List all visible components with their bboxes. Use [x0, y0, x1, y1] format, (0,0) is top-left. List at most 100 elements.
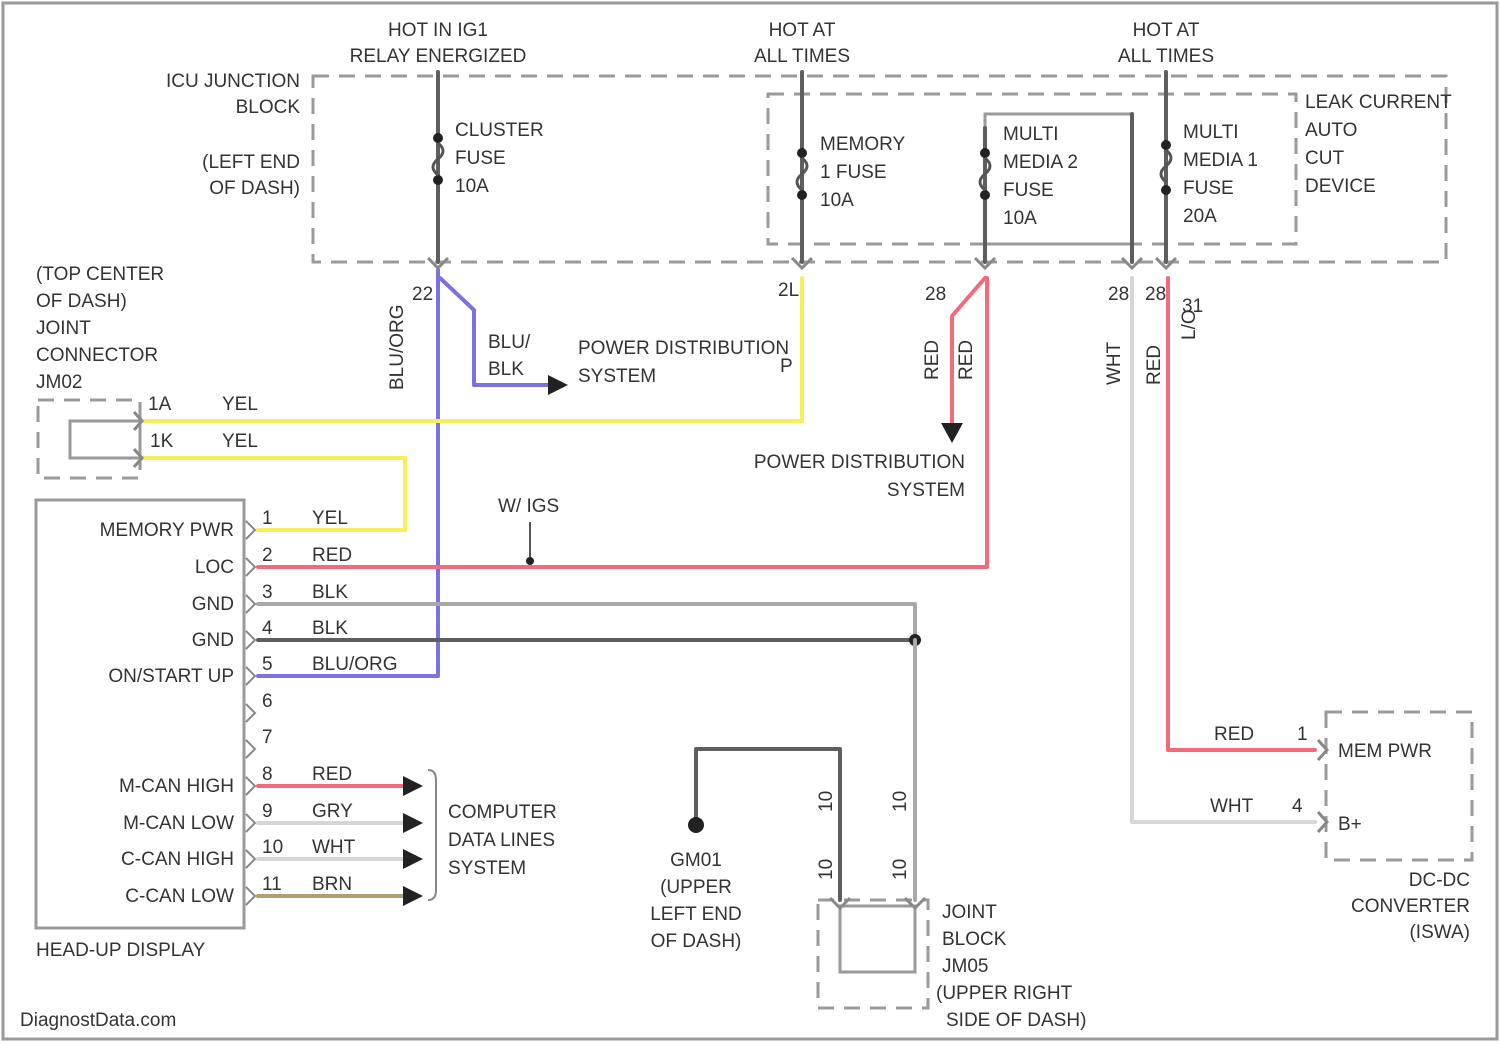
- leak-device-label-4: DEVICE: [1305, 176, 1376, 197]
- hud-pin-number: 8: [262, 764, 273, 785]
- fuse-dot: [433, 175, 443, 185]
- leak-device-label-2: AUTO: [1305, 120, 1357, 141]
- hud-pin-label: ON/START UP: [108, 666, 234, 687]
- wire-red-dcdc: [1168, 278, 1315, 750]
- terminal-code: 28: [1145, 284, 1166, 305]
- terminal-code: 22: [412, 284, 433, 305]
- computer-data-label-1: COMPUTER: [448, 802, 557, 823]
- hud-pin-number: 1: [262, 508, 273, 529]
- arrow-icon: [403, 886, 423, 906]
- connector-chevron-icon: [246, 558, 255, 576]
- hud-pin-number: 5: [262, 654, 273, 675]
- joint-block-bar: [840, 906, 915, 972]
- arrow-icon: [403, 813, 423, 833]
- joint-block-outline: [818, 900, 928, 1008]
- hud-pin-label: C-CAN LOW: [125, 886, 234, 907]
- connector-chevron-icon: [246, 814, 255, 832]
- wire-label-vertical: RED: [1144, 345, 1165, 385]
- joint-connector-label-3: JOINT: [36, 318, 91, 339]
- connector-chevron-icon: [246, 740, 255, 758]
- arrow-down-icon: [941, 423, 963, 443]
- hud-pin-number: 11: [262, 874, 282, 895]
- wire-label-vertical: RED: [956, 340, 977, 380]
- ig-option-label: W/ IGS: [498, 496, 559, 517]
- jc-wire-label: YEL: [222, 394, 258, 415]
- ground-point-dot: [688, 817, 704, 833]
- dcdc-pin-4: 4: [1292, 796, 1303, 817]
- fuse-dot: [1161, 140, 1171, 150]
- hud-pin-number: 9: [262, 801, 273, 822]
- memory-fuse-label-1: MEMORY: [820, 134, 905, 155]
- connector-chevron-icon: [246, 704, 255, 722]
- hud-pin-label: M-CAN HIGH: [119, 776, 234, 797]
- dcdc-outline: [1326, 712, 1472, 860]
- watermark: DiagnostData.com: [20, 1010, 176, 1031]
- icu-label-line1: ICU JUNCTION: [166, 71, 300, 92]
- wire-label-vertical: WHT: [1104, 341, 1125, 385]
- power-source-2-line1: HOT AT: [769, 20, 836, 41]
- dcdc-pin-label-1: MEM PWR: [1338, 741, 1432, 762]
- arrow-icon: [403, 849, 423, 869]
- terminal-code: 28: [925, 284, 946, 305]
- connector-chevron-icon: [246, 777, 255, 795]
- power-source-1-line2: RELAY ENERGIZED: [350, 46, 527, 67]
- hud-pin-wire-color: BLU/ORG: [312, 654, 398, 675]
- hud-pin-number: 2: [262, 545, 273, 566]
- hud-pin-number: 10: [262, 837, 283, 858]
- leak-device-label-3: CUT: [1305, 148, 1344, 169]
- wire-blue-ign: [258, 270, 438, 676]
- branch-blue-label-2: BLK: [488, 359, 524, 380]
- power-dist-label-b1: POWER DISTRIBUTION: [754, 452, 965, 473]
- dcdc-wire-wht: WHT: [1210, 796, 1254, 817]
- terminal-code: 28: [1108, 284, 1129, 305]
- joint-connector-outline: [38, 400, 140, 478]
- connector-chevron-icon: [246, 667, 255, 685]
- computer-data-label-2: DATA LINES: [448, 830, 555, 851]
- memory-fuse-label-3: 10A: [820, 190, 854, 211]
- icu-label-line4: OF DASH): [209, 178, 300, 199]
- fuse-dot: [797, 148, 807, 158]
- hud-pin-number: 3: [262, 582, 273, 603]
- connector-chevron-icon: [246, 887, 255, 905]
- dcdc-pin-label-4: B+: [1338, 814, 1362, 835]
- ground-label-1: GM01: [670, 850, 722, 871]
- joint-block-label-4: (UPPER RIGHT: [936, 983, 1073, 1004]
- joint-connector-label-5: JM02: [36, 372, 82, 393]
- joint-connector-label-4: CONNECTOR: [36, 345, 158, 366]
- fuse-dot: [980, 148, 990, 158]
- wire-label-vertical: BLU/ORG: [387, 304, 408, 390]
- ground-label-4: OF DASH): [651, 931, 742, 952]
- fuse-dot: [980, 190, 990, 200]
- icu-label-line3: (LEFT END: [202, 152, 300, 173]
- dcdc-wire-red: RED: [1214, 724, 1254, 745]
- mm2-fuse-label-1: MULTI: [1003, 124, 1059, 145]
- joint-block-label-2: BLOCK: [942, 929, 1007, 950]
- joint-connector-bar: [70, 421, 140, 458]
- mm1-fuse-label-1: MULTI: [1183, 122, 1239, 143]
- power-dist-label-2: SYSTEM: [578, 366, 656, 387]
- cluster-fuse-label-3: 10A: [455, 176, 489, 197]
- power-dist-label-b2: SYSTEM: [887, 480, 965, 501]
- connector-chevron-icon: [246, 521, 255, 539]
- power-source-2-line2: ALL TIMES: [754, 46, 850, 67]
- ig-option-dot: [526, 557, 534, 565]
- dcdc-pin-1: 1: [1297, 724, 1308, 745]
- hud-pin-label: M-CAN LOW: [123, 813, 234, 834]
- dcdc-title-3: (ISWA): [1409, 922, 1470, 943]
- jb-code: 10: [890, 791, 911, 812]
- hud-pin-number: 6: [262, 691, 273, 712]
- connector-chevron-icon: [246, 850, 255, 868]
- hud-pin-number: 4: [262, 618, 273, 639]
- hud-pin-wire-color: BRN: [312, 874, 352, 895]
- hud-pin-wire-color: RED: [312, 764, 352, 785]
- wire-label-vertical: RED: [922, 340, 943, 380]
- power-dist-label-1: POWER DISTRIBUTION: [578, 338, 789, 359]
- hud-pin-label: GND: [192, 630, 234, 651]
- mm1-fuse-label-2: MEDIA 1: [1183, 150, 1258, 171]
- ground-label-3: LEFT END: [650, 904, 742, 925]
- mm2-fuse-label-2: MEDIA 2: [1003, 152, 1078, 173]
- hud-pin-label: C-CAN HIGH: [121, 849, 234, 870]
- power-source-3-line1: HOT AT: [1133, 20, 1200, 41]
- hud-pin-wire-color: YEL: [312, 508, 348, 529]
